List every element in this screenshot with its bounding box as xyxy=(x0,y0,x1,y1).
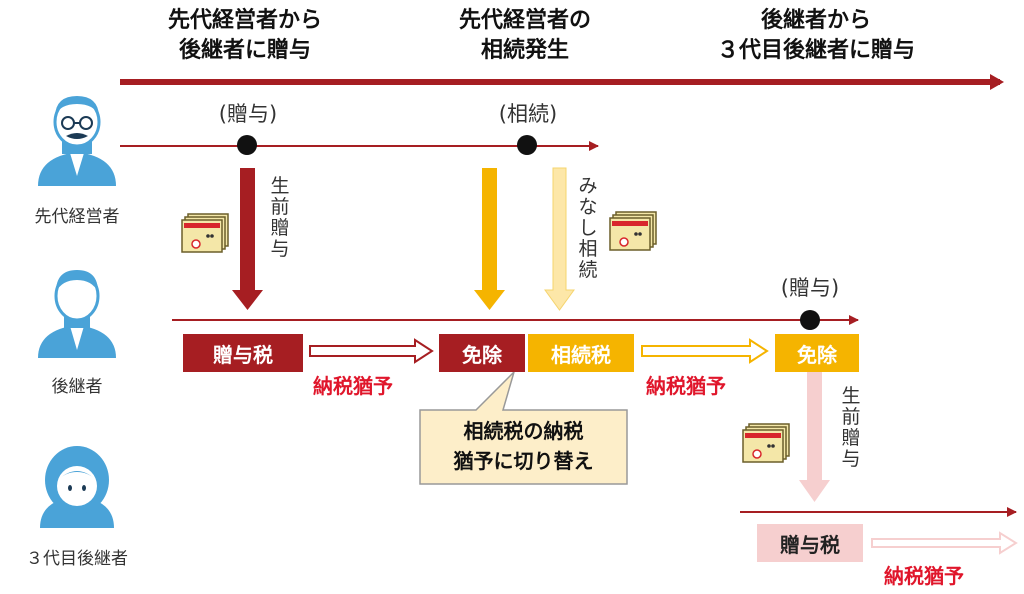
top-timeline-arrowhead xyxy=(990,74,1004,90)
phase-header-line: 先代経営者から xyxy=(167,8,322,33)
third-successor-label: ３代目後継者 xyxy=(26,549,128,569)
exemption-box: 免除 xyxy=(439,334,525,372)
lifetime-gift-label: 生前贈与 xyxy=(270,175,290,260)
gift-tax-box: 贈与税 xyxy=(183,334,303,372)
gift1-event-dot xyxy=(237,135,257,155)
gift2-event-dot xyxy=(800,310,820,330)
inherit-event-dot xyxy=(517,135,537,155)
gift-tax-box: 贈与税 xyxy=(757,524,863,562)
gift2-down-arrow xyxy=(799,364,830,502)
callout-line: 猶予に切り替え xyxy=(453,449,594,473)
gift1-down-arrow xyxy=(232,168,263,310)
tax-deferral-label: 納税猶予 xyxy=(313,374,393,398)
tax-deferral-label: 納税猶予 xyxy=(884,564,964,588)
predecessor-label: 先代経営者 xyxy=(34,207,120,227)
gift2-event-label: (贈与) xyxy=(780,276,840,300)
callout-line: 相続税の納税 xyxy=(463,419,584,443)
inherit-down-arrow xyxy=(474,168,505,310)
callout-bubble xyxy=(419,371,628,485)
third-successor-avatar-icon xyxy=(40,446,114,528)
exemption-box: 免除 xyxy=(775,334,859,372)
stock-certificate-icon xyxy=(609,211,657,251)
inherit-event-label: (相続) xyxy=(498,102,558,126)
phase-header-inheritance: 先代経営者の 相続発生 xyxy=(420,6,630,66)
deemed-inheritance-label: みなし相続 xyxy=(578,175,598,281)
phase-header-line: 先代経営者の xyxy=(458,8,591,33)
phase-header-gift: 先代経営者から 後継者に贈与 xyxy=(140,6,350,66)
phase-header-line: ３代目後継者に贈与 xyxy=(716,38,915,63)
successor-label: 後継者 xyxy=(51,377,103,397)
deferral-arrow-3 xyxy=(871,531,1018,555)
deemed-inheritance-arrow xyxy=(544,167,575,311)
stock-certificate-icon xyxy=(181,213,229,253)
phase-header-third-gift: 後継者から ３代目後継者に贈与 xyxy=(676,6,956,66)
gift1-event-label: (贈与) xyxy=(218,102,278,126)
phase-header-line: 相続発生 xyxy=(480,38,569,63)
tax-deferral-label: 納税猶予 xyxy=(646,374,726,398)
stock-certificate-icon xyxy=(742,423,790,463)
inheritance-tax-box: 相続税 xyxy=(528,334,634,372)
phase-header-line: 後継者に贈与 xyxy=(178,38,311,63)
successor-avatar-icon xyxy=(38,270,116,358)
callout-text: 相続税の納税 猶予に切り替え xyxy=(420,416,627,476)
predecessor-avatar-icon xyxy=(38,96,116,186)
deferral-arrow-1 xyxy=(309,338,434,364)
deferral-arrow-2 xyxy=(641,338,769,364)
phase-header-line: 後継者から xyxy=(760,8,871,33)
lifetime-gift-label: 生前贈与 xyxy=(841,385,861,470)
